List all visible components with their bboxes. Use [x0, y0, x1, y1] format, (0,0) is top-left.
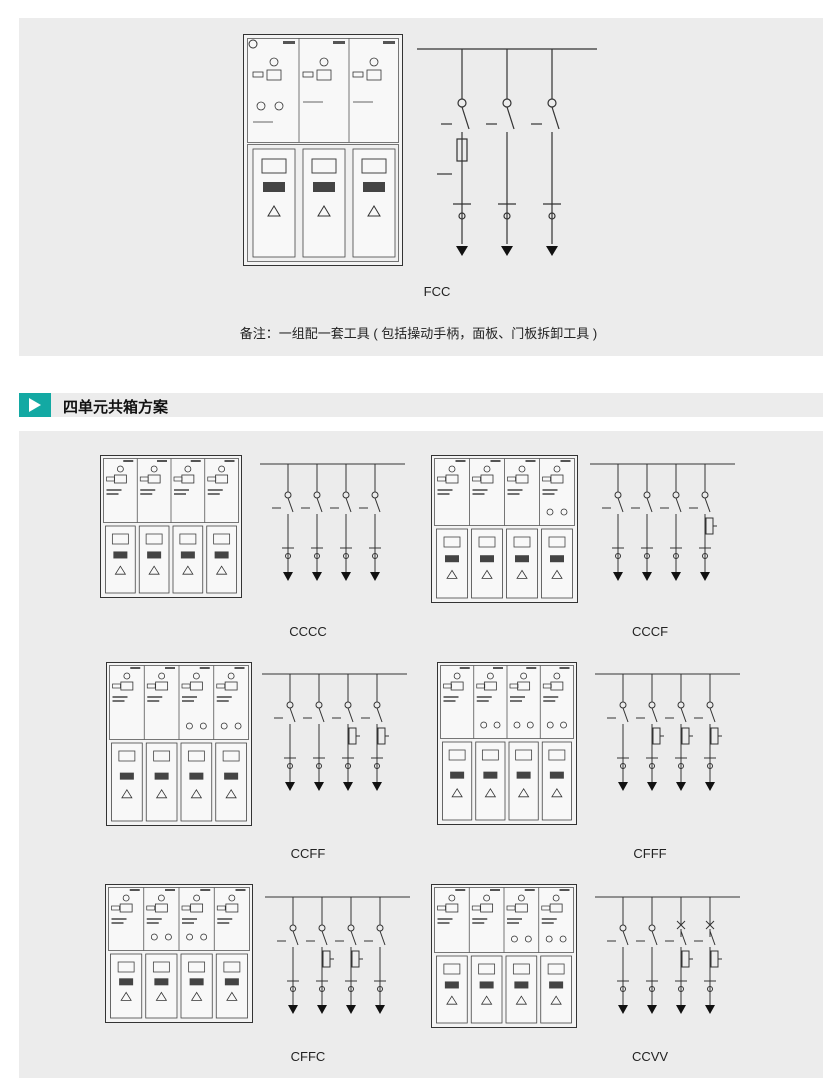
single-line-diagram-cccc — [260, 463, 405, 581]
section-title: 四单元共箱方案 — [63, 399, 169, 416]
scheme-label-ccff: CCFF — [290, 846, 326, 861]
single-line-diagram-ccff — [262, 673, 407, 791]
single-line-diagram-fcc — [417, 48, 597, 256]
tool-note: 备注：一组配一套工具 ( 包括操动手柄，面板、门板拆卸工具 ) — [239, 326, 598, 341]
scheme-label-fcc: FCC — [423, 284, 451, 299]
cabinet-drawing-cfff — [437, 662, 577, 825]
scheme-label-cccc: CCCC — [289, 624, 327, 639]
section-header: 四单元共箱方案 — [19, 393, 823, 417]
scheme-label-cffc: CFFC — [290, 1049, 326, 1064]
cabinet-drawing-cccc — [100, 455, 242, 598]
single-line-diagram-cffc — [265, 896, 410, 1014]
cabinet-drawing-ccvv — [431, 884, 577, 1028]
play-triangle-icon — [19, 393, 51, 417]
cabinet-drawing-ccff — [106, 662, 252, 826]
cabinet-drawing-cccf — [431, 455, 578, 603]
cabinet-drawing-fcc — [243, 34, 403, 266]
scheme-label-cccf: CCCF — [631, 624, 669, 639]
single-line-diagram-ccvv — [595, 896, 740, 1014]
scheme-label-cfff: CFFF — [633, 846, 667, 861]
scheme-label-ccvv: CCVV — [631, 1049, 669, 1064]
top-panel: FCC 备注：一组配一套工具 ( 包括操动手柄，面板、门板拆卸工具 ) — [19, 18, 823, 356]
single-line-diagram-cccf — [590, 463, 735, 581]
cabinet-drawing-cffc — [105, 884, 253, 1023]
single-line-diagram-cfff — [595, 673, 740, 791]
